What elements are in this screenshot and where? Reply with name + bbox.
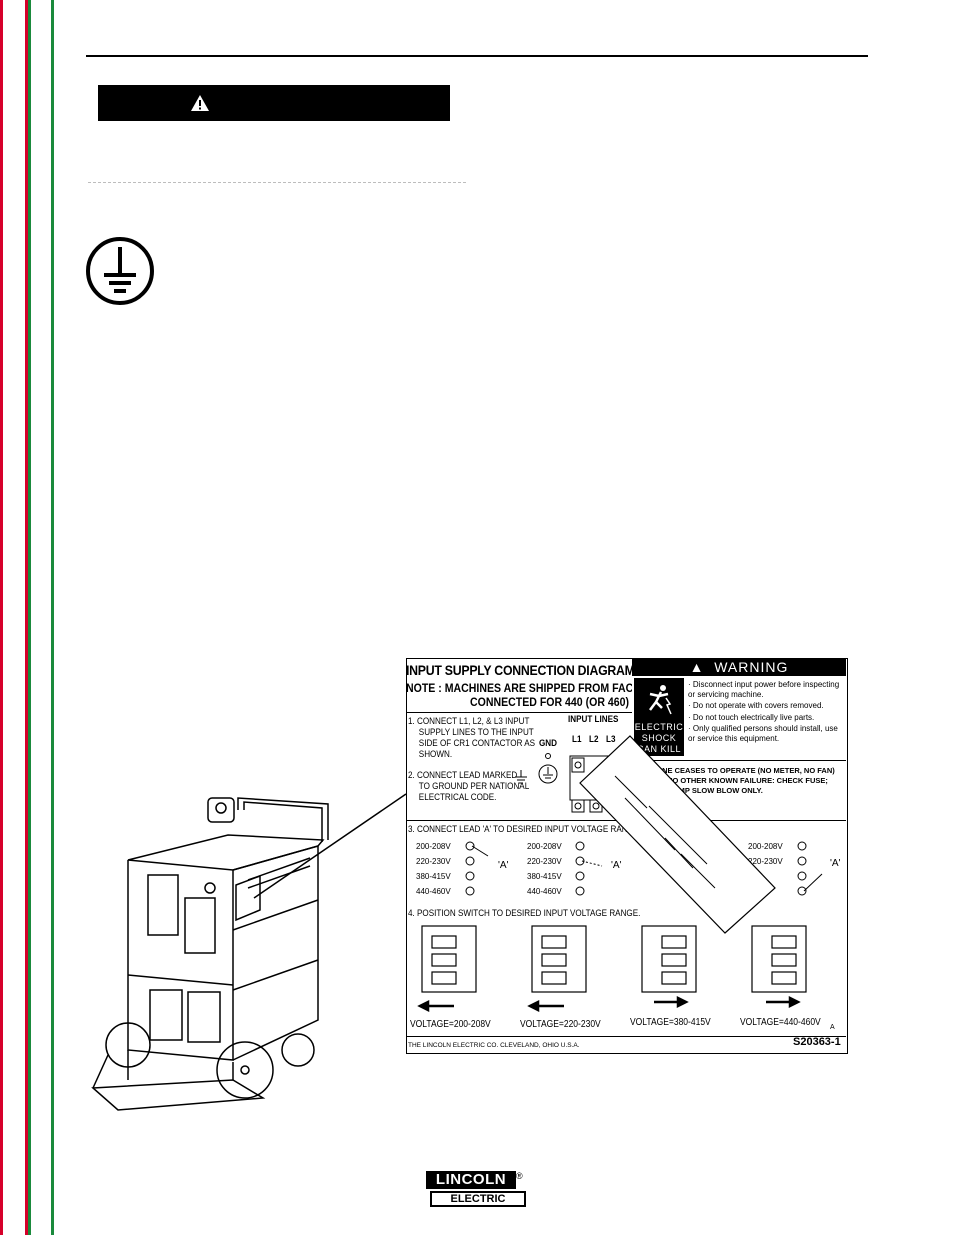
terminal-screws [465,841,823,896]
step-3-text: 3. CONNECT LEAD 'A' TO DESIRED INPUT VOL… [408,824,642,834]
welder-machine-illustration [91,793,407,1111]
step-1-text: 1. CONNECT L1, L2, & L3 INPUT SUPPLY LIN… [408,716,535,760]
ground-symbol-icon [86,237,154,305]
gnd-label: GND [539,738,557,748]
l1-label: L1 [572,734,582,744]
fuse-note-line: A 5 AMP SLOW BLOW ONLY. [660,786,763,795]
voltage-caption: VOLTAGE=200-208V [410,1019,491,1030]
step-2-text: 2. CONNECT LEAD MARKED TO GROUND PER NAT… [408,770,529,803]
step-line: SIDE OF CR1 CONTACTOR AS [418,738,536,748]
lincoln-electric-logo: LINCOLN ® ELECTRIC [426,1171,528,1209]
voltage-caption: VOLTAGE=440-460V [740,1017,821,1028]
step-4-text: 4. POSITION SWITCH TO DESIRED INPUT VOLT… [408,908,641,918]
overlay-strip [579,735,776,934]
electric-shock-icon: ELECTRIC SHOCK CAN KILL [634,678,684,756]
voltage-range: 380-415V [527,872,562,881]
shock-text-3: CAN KILL [636,744,682,754]
header-rule [86,55,868,57]
warning-item: · Only qualified persons should install,… [688,724,838,743]
warning-heading: ▲ WARNING [632,658,846,676]
fuse-note-line: S NO OTHER KNOWN FAILURE: CHECK FUSE; [660,776,828,785]
step-line: SHOWN. [418,749,453,759]
warning-item: · Do not touch electrically live parts. [688,712,815,722]
voltage-range: 200-208V [748,842,783,851]
warning-heading-text: WARNING [714,659,789,675]
voltage-range: 200-208V [416,842,451,851]
shock-text-2: SHOCK [641,733,677,743]
voltage-range: 380-415V [416,872,451,881]
lead-a-label: 'A' [830,858,841,869]
logo-registered-mark: ® [516,1171,523,1181]
logo-bottom-text: ELECTRIC [430,1191,526,1207]
warning-triangle-icon [191,95,209,111]
voltage-caption: VOLTAGE=220-230V [520,1019,601,1030]
dashed-divider [88,182,466,183]
switch-positions [417,925,807,1012]
shock-text-1: ELECTRIC [634,722,684,732]
voltage-range: 440-460V [527,887,562,896]
step-line: 2. CONNECT LEAD MARKED [408,770,518,780]
voltage-range: 220-230V [416,857,451,866]
warning-banner [98,85,450,121]
voltage-range: 200-208V [527,842,562,851]
voltage-range: 220-230V [527,857,562,866]
voltage-caption: VOLTAGE=380-415V [630,1017,711,1028]
label-note: NOTE : MACHINES ARE SHIPPED FROM FACTORY [406,681,662,695]
warning-heading-icon: ▲ [689,659,715,675]
warning-list: · Disconnect input power before inspecti… [688,680,842,745]
step-line: TO GROUND PER NATIONAL [418,781,530,791]
label-note-line2: CONNECTED FOR 440 (OR 460) VOLTS [470,695,667,709]
fuse-note: INE CEASES TO OPERATE (NO METER, NO FAN)… [660,766,840,796]
warning-divider [632,760,846,761]
warning-item: · Do not operate with covers removed. [688,701,824,710]
step-line: 1. CONNECT L1, L2, & L3 INPUT [408,716,530,726]
step-line: ELECTRICAL CODE. [418,792,497,802]
ground-mark-icon [515,770,527,784]
voltage-range: 440-460V [416,887,451,896]
label-revision: A [830,1024,835,1031]
warning-item: · Disconnect input power before inspecti… [688,680,840,699]
label-title: INPUT SUPPLY CONNECTION DIAGRAM [406,662,635,678]
l3-label: L3 [606,734,616,744]
footer-divider [406,1036,846,1037]
margin-bar-red-inner [25,0,28,1235]
label-divider [406,712,632,713]
fuse-note-line: INE CEASES TO OPERATE (NO METER, NO FAN) [660,766,835,775]
shock-figure-icon [649,685,672,715]
label-part-number: S20363-1 [793,1036,841,1048]
margin-bar-red [0,0,3,1235]
margin-bar-green-inner [51,0,54,1235]
lead-a-label: 'A' [611,860,622,871]
voltage-range: 220-230V [748,857,783,866]
input-lines-label: INPUT LINES [568,714,619,724]
l2-label: L2 [589,734,599,744]
label-footer-company: THE LINCOLN ELECTRIC CO. CLEVELAND, OHIO… [408,1042,580,1049]
lead-a-label: 'A' [498,860,509,871]
step-line: SUPPLY LINES TO THE INPUT [418,727,534,737]
logo-top-text: LINCOLN [426,1171,516,1189]
margin-bar-green [28,0,31,1235]
